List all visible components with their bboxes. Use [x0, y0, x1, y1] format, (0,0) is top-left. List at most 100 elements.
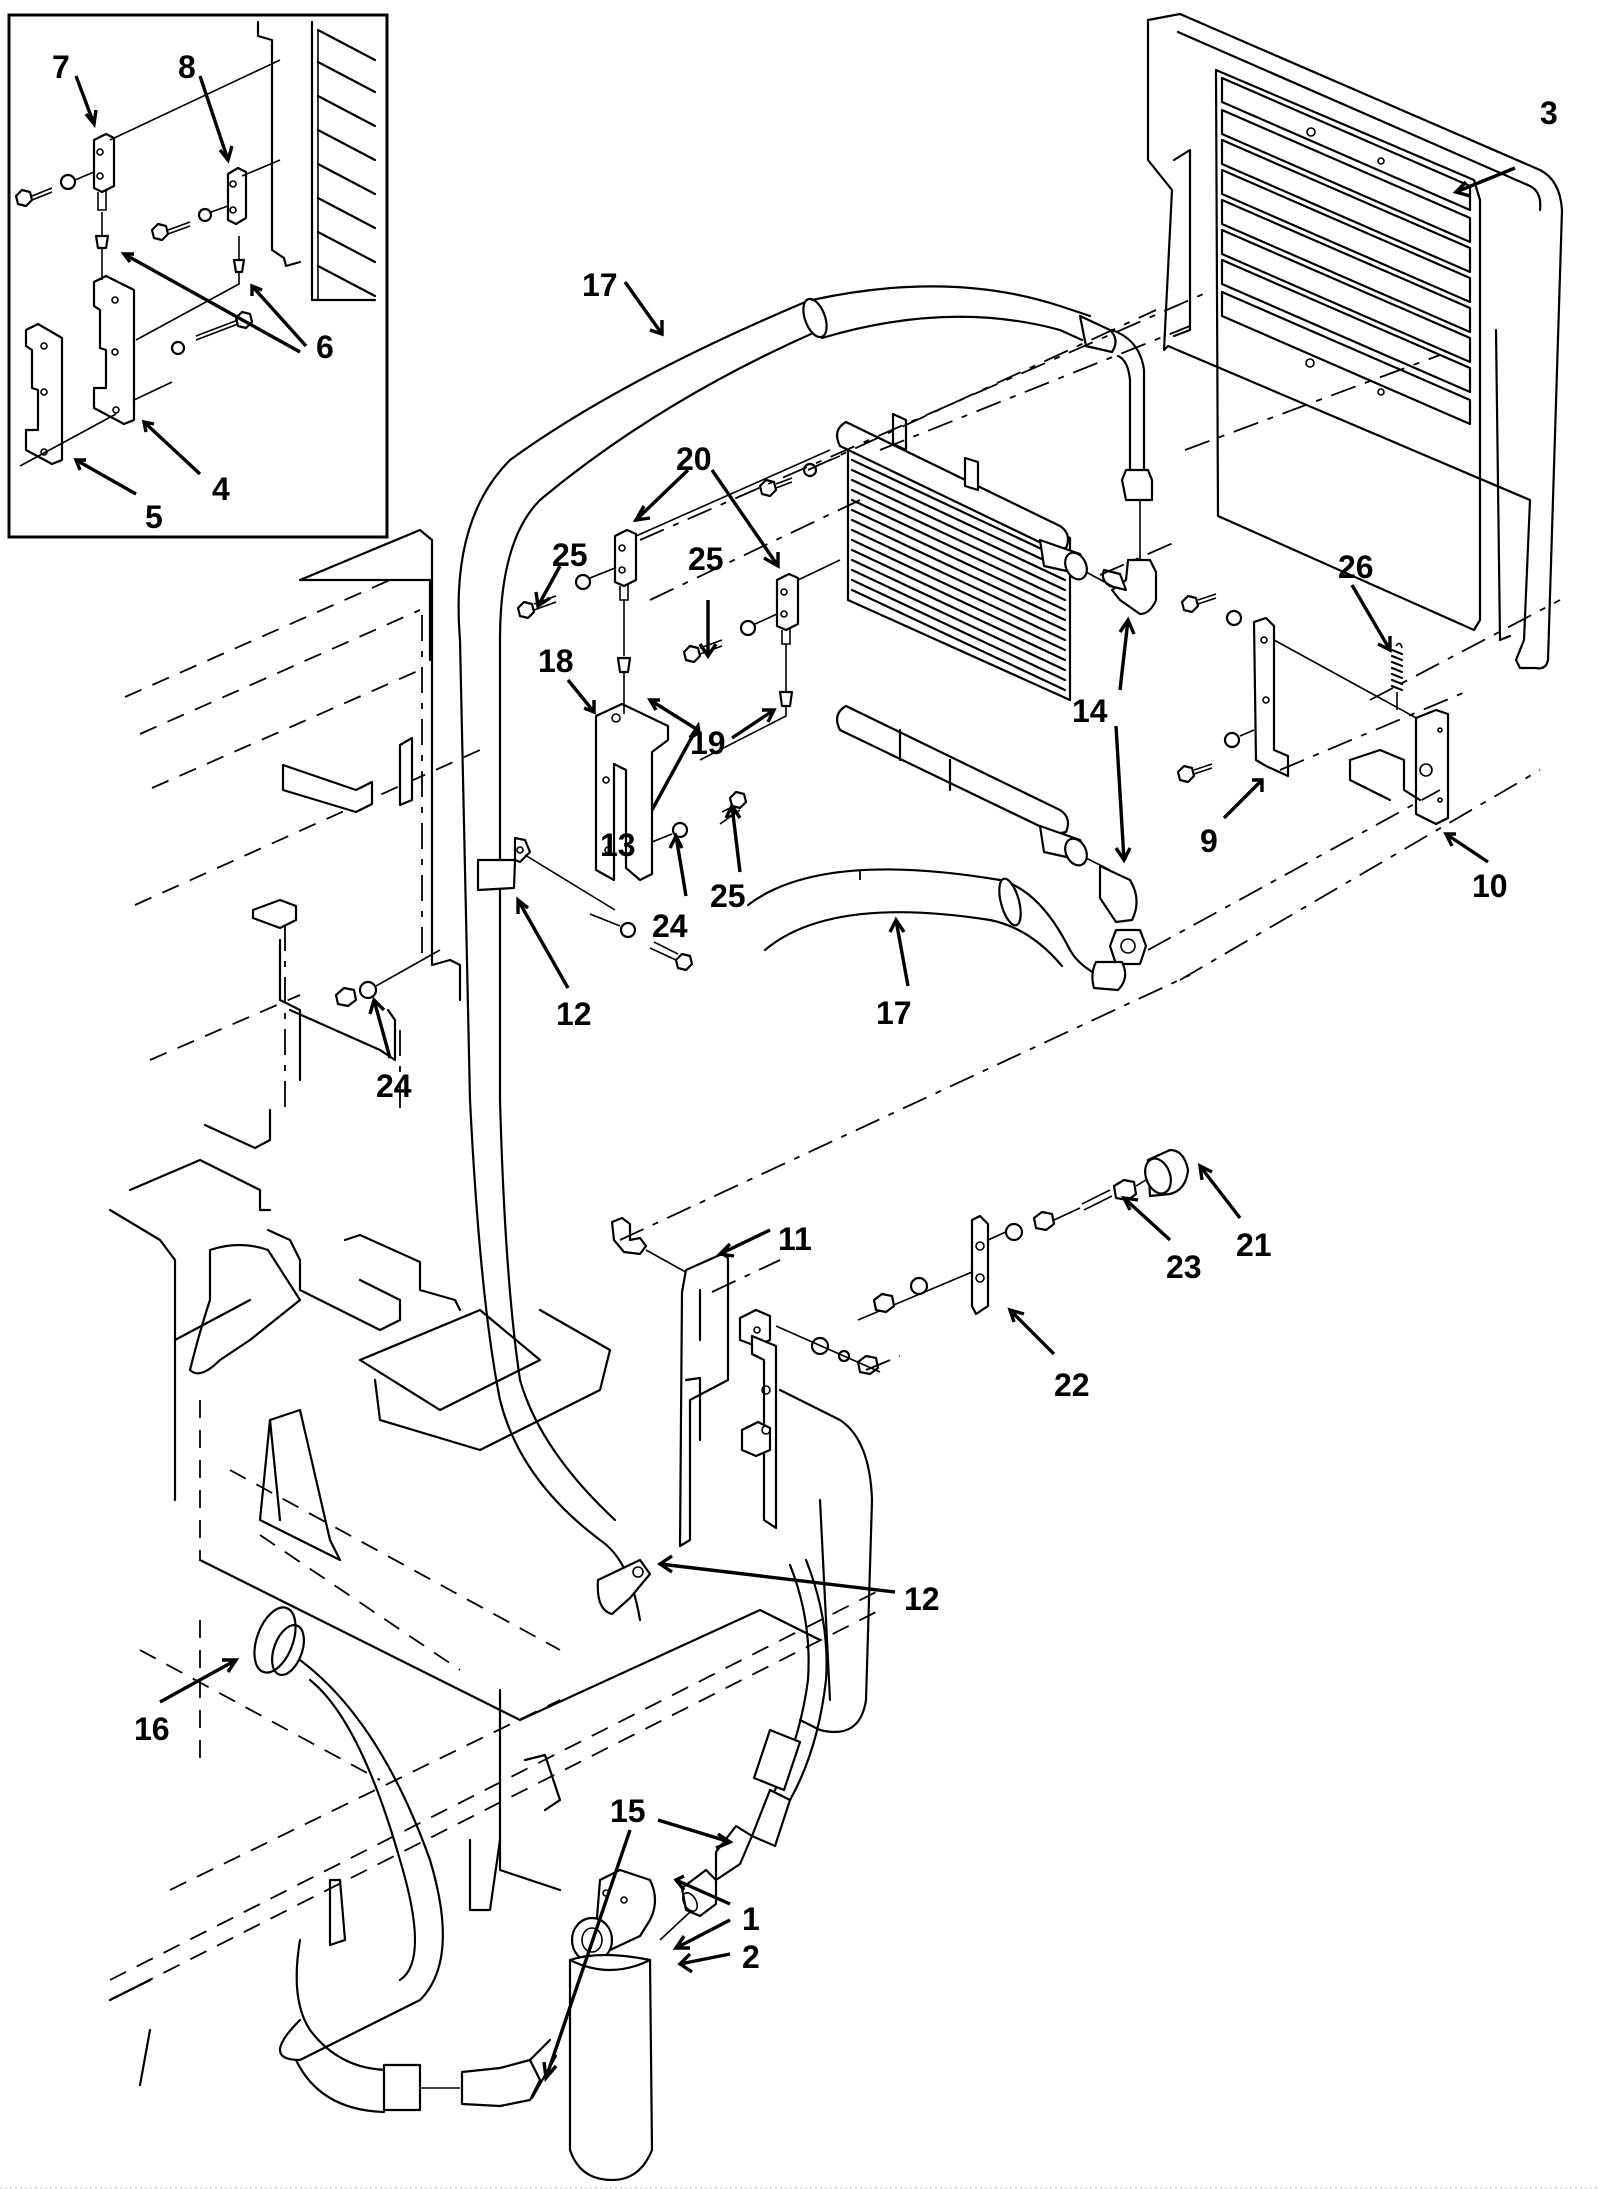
arrow-5: [75, 458, 137, 496]
part-3-grille: [1146, 12, 1564, 670]
callout-25-mid: 25: [688, 541, 724, 577]
part-20-blocks: [613, 449, 841, 692]
callout-6: 6: [316, 329, 334, 365]
arrow-18: [566, 678, 596, 715]
callout-14: 14: [1072, 693, 1108, 729]
arrow-25a: [534, 565, 562, 609]
part-4-plate: [92, 248, 173, 426]
callout-22: 22: [1054, 1367, 1090, 1403]
callout-7: 7: [52, 49, 70, 85]
callout-1: 1: [742, 1901, 760, 1937]
chassis-frame: [108, 528, 881, 2087]
callout-25-right: 25: [710, 878, 746, 914]
arrow-14b: [1114, 725, 1132, 864]
callout-21: 21: [1236, 1227, 1272, 1263]
tank-body: [778, 1388, 874, 1734]
arrow-9: [1222, 778, 1264, 820]
arrow-19b: [731, 708, 777, 740]
arrow-4: [142, 420, 202, 476]
part-12-clamp-upper: [476, 836, 616, 911]
inset-frame: [7, 13, 389, 539]
part-8-block: [226, 159, 281, 226]
arrow-25b: [698, 600, 718, 660]
arrow-6a: [123, 252, 301, 354]
arrow-25c: [724, 802, 742, 873]
arrow-13: [650, 721, 702, 811]
part-2-filter-canister: [568, 1953, 654, 2182]
callout-25-left: 25: [552, 537, 588, 573]
callout-13: 13: [600, 827, 636, 863]
part-18-bracket: [594, 702, 670, 882]
callout-15: 15: [610, 1793, 646, 1829]
part-16-grommet: [253, 1606, 444, 2062]
part-19-spacers: [616, 656, 794, 761]
callout-16: 16: [134, 1711, 170, 1747]
arrow-8: [198, 75, 230, 161]
part-12-clamp-lower: [596, 1558, 652, 1616]
detail-inset: [7, 13, 389, 539]
arrow-10: [1443, 832, 1489, 864]
arrow-19a: [646, 698, 699, 732]
callout-12-upper: 12: [556, 996, 592, 1032]
arrow-20b: [710, 469, 780, 569]
arrow-1a: [673, 1874, 731, 1906]
part-17-hose-lower: [746, 864, 1148, 992]
arrow-20a: [632, 468, 690, 523]
callout-4: 4: [212, 471, 230, 507]
arrow-14a: [1118, 616, 1136, 691]
callout-9: 9: [1200, 823, 1218, 859]
callout-24-right: 24: [652, 908, 688, 944]
arrow-21: [1197, 1163, 1242, 1220]
callout-19: 19: [690, 725, 726, 761]
callout-3: 3: [1540, 95, 1558, 131]
callout-20: 20: [676, 441, 712, 477]
callout-5: 5: [145, 499, 163, 535]
callout-8: 8: [178, 49, 196, 85]
arrow-2: [677, 1952, 731, 1974]
arrow-22: [1007, 1307, 1056, 1356]
callout-11: 11: [778, 1221, 812, 1257]
callout-labels: 7 8 6 4 5 3 17 20 25 25 18 19 13 14 26 9…: [52, 49, 1558, 1975]
part-9-bracket: [1176, 593, 1421, 784]
arrow-11: [716, 1228, 771, 1258]
part-24-nut-washer: [334, 949, 441, 1008]
arrow-7: [74, 75, 96, 125]
callout-arrows: [159, 166, 1516, 2083]
arrow-1b: [672, 1918, 731, 1950]
part-23-bolt: [1081, 1178, 1138, 1211]
part-22-bracket: [775, 1207, 1081, 1376]
callout-17-lower: 17: [876, 995, 912, 1031]
part-11-pin-and-panel: [610, 1216, 778, 1548]
arrow-26: [1350, 584, 1392, 653]
arrow-6b: [250, 284, 308, 348]
part-15-fittings: [294, 1558, 828, 2114]
callout-24-left: 24: [376, 1068, 412, 1104]
part-6-spacers: [94, 212, 246, 341]
callout-2: 2: [742, 1939, 760, 1975]
arrow-15a: [542, 1829, 632, 2083]
callout-12-lower: 12: [904, 1581, 940, 1617]
arrow-23: [1121, 1195, 1172, 1242]
arrow-3: [1452, 166, 1516, 198]
callout-26: 26: [1338, 549, 1374, 585]
callout-23: 23: [1166, 1249, 1202, 1285]
callout-10: 10: [1472, 868, 1508, 904]
part-21-cap: [1135, 1148, 1190, 1198]
part-10-latch: [1348, 708, 1450, 826]
callout-18: 18: [538, 643, 574, 679]
arrow-17a: [623, 281, 664, 337]
inset-grille-edge: [256, 20, 377, 302]
part-5-plate: [19, 322, 117, 467]
arrow-12b: [656, 1554, 896, 1594]
arrow-17b: [888, 916, 910, 987]
arrow-12a: [516, 896, 570, 989]
arrow-24b: [368, 996, 392, 1059]
arrow-15b: [657, 1818, 734, 1850]
callout-17-upper: 17: [582, 267, 618, 303]
inset-bolts: [14, 171, 254, 356]
part-26-spring: [1390, 642, 1404, 710]
arrow-24a: [668, 832, 688, 897]
part-7-block: [92, 59, 281, 211]
part-13-oil-cooler: [835, 412, 1113, 871]
